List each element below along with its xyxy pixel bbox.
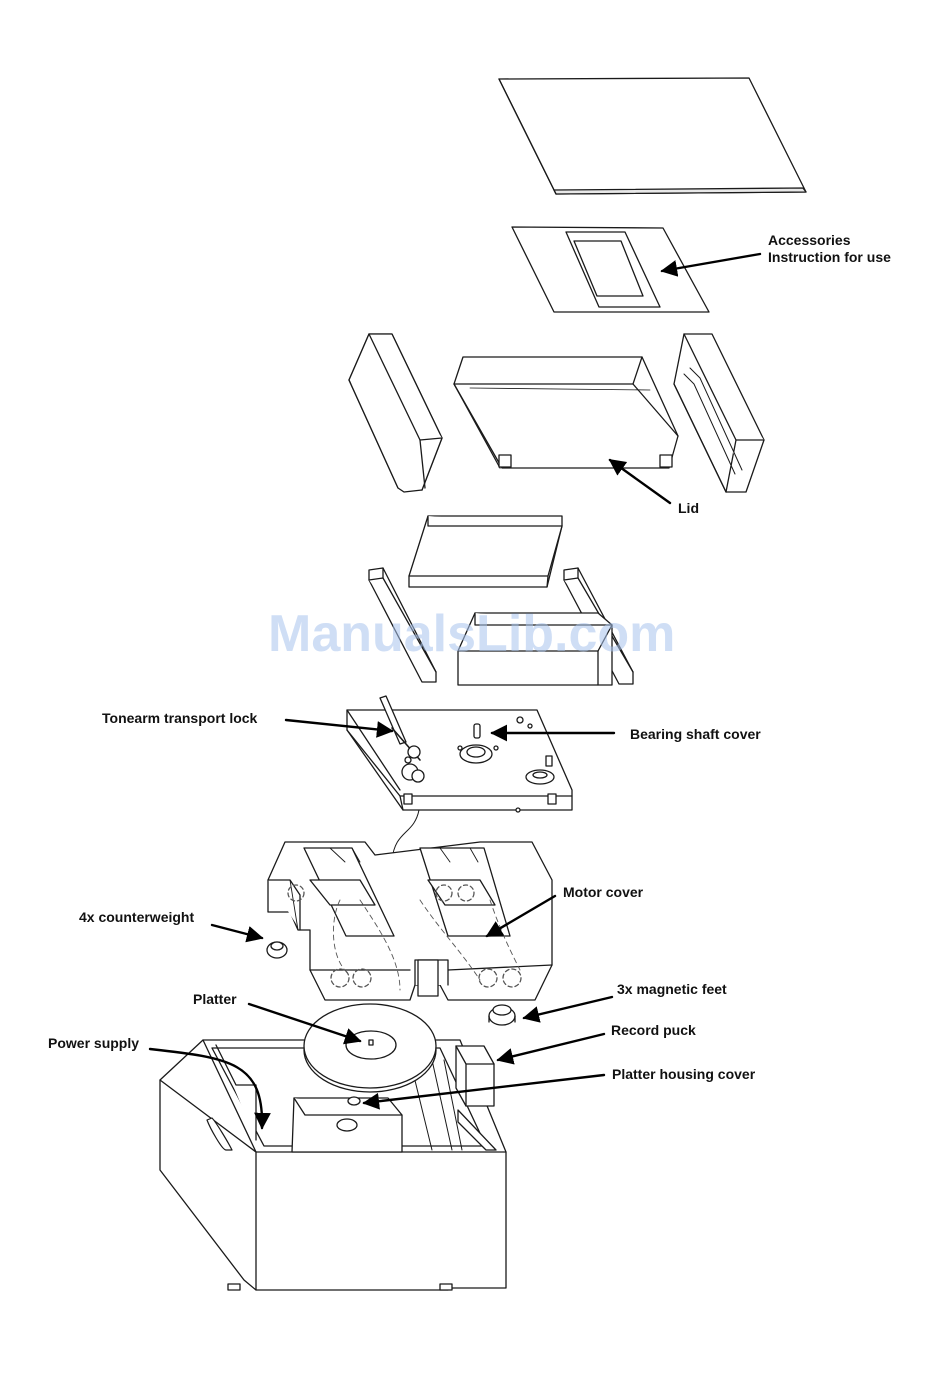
magnetic-foot-part xyxy=(489,1005,515,1025)
label-motor-cover: Motor cover xyxy=(563,884,643,901)
label-record-puck: Record puck xyxy=(611,1022,696,1039)
label-tonearm-transport-lock: Tonearm transport lock xyxy=(102,710,257,727)
record-puck-part xyxy=(456,1046,494,1106)
accessories-tray xyxy=(512,227,709,312)
label-instruction-for-use: Instruction for use xyxy=(768,249,891,266)
left-side-foam-block xyxy=(349,334,442,492)
label-magnetic-feet: 3x magnetic feet xyxy=(617,981,727,998)
label-platter: Platter xyxy=(193,991,237,1008)
counterweight-part xyxy=(267,942,287,958)
label-platter-housing-cover: Platter housing cover xyxy=(612,1066,755,1083)
right-side-foam-block xyxy=(674,334,764,492)
top-cover-sheet xyxy=(499,78,806,194)
label-bearing-shaft-cover: Bearing shaft cover xyxy=(630,726,761,743)
watermark-text: ManualsLib.com xyxy=(268,604,675,664)
label-counterweight: 4x counterweight xyxy=(79,909,194,926)
platter-part xyxy=(304,1004,436,1092)
label-accessories: Accessories xyxy=(768,232,851,249)
middle-foam-top-block xyxy=(409,516,562,587)
label-power-supply: Power supply xyxy=(48,1035,139,1052)
label-lid: Lid xyxy=(678,500,699,517)
lower-foam-tray xyxy=(268,842,552,1000)
lid-box xyxy=(454,357,678,468)
